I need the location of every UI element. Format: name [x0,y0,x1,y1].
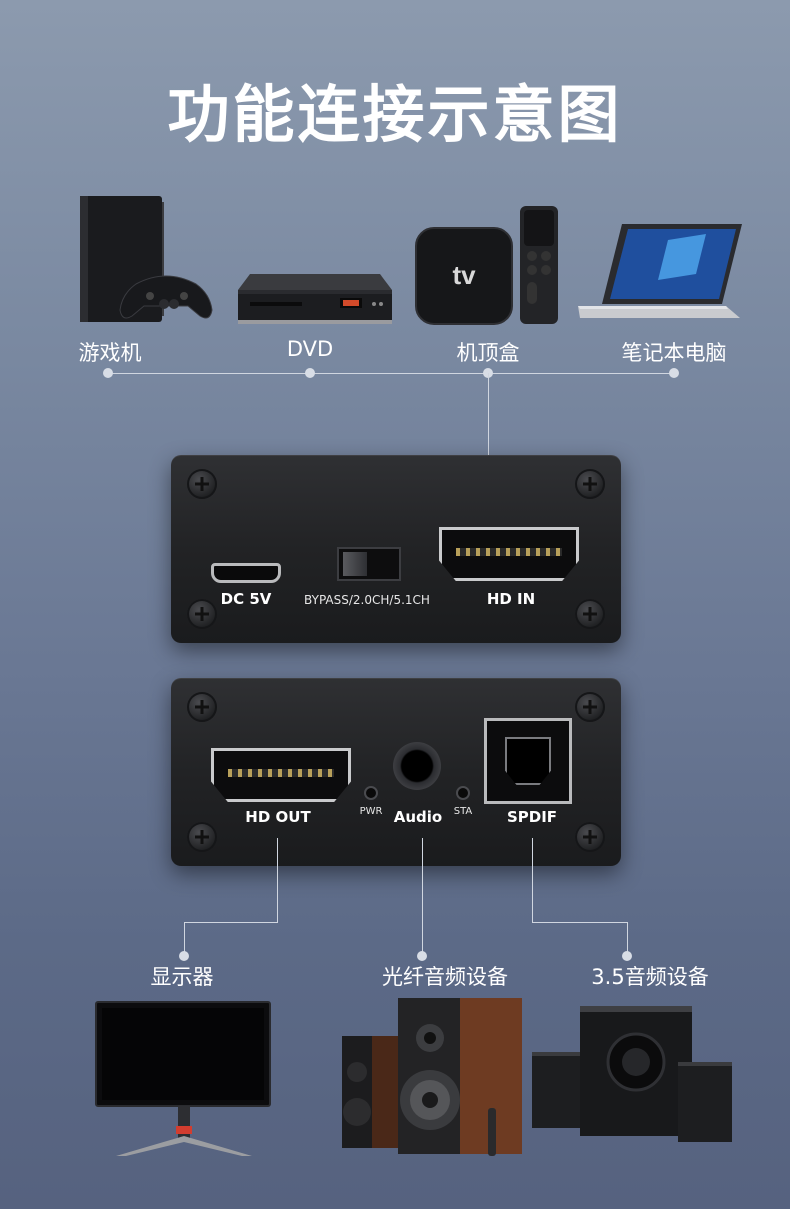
screw-icon [575,692,605,722]
speaker-down-line [627,922,628,956]
input-label-game-console: 游戏机 [78,341,142,365]
hd-in-port[interactable] [439,527,579,581]
spdif-label: SPDIF [506,808,558,826]
front-panel: DC 5V BYPASS/2.0CH/5.1CH HD IN [171,455,621,643]
monitor-down-line [184,922,185,956]
monitor-dot [179,951,189,961]
tv-badge: tv [452,260,476,290]
spdif-port[interactable] [484,718,572,804]
screw-icon [187,822,217,852]
input-bus-line [108,373,676,374]
screw-icon [575,469,605,499]
output-label-fiber-audio: 光纤音频设备 [382,965,508,989]
screw-icon [187,469,217,499]
output-label-monitor: 显示器 [150,965,214,989]
dc-5v-port[interactable] [211,563,281,583]
fiber-audio-dot [417,951,427,961]
sta-led [456,786,470,800]
input-dot-laptop [669,368,679,378]
dvd-player-icon [238,274,392,324]
speaker-system-dot [622,951,632,961]
hd-in-label: HD IN [486,590,536,608]
monitor-bus-line [184,922,278,923]
optical-shutter [505,737,551,785]
hd-out-port[interactable] [211,748,351,802]
set-top-box-icon: tv [415,206,558,325]
spdif-line [532,838,533,922]
speaker-system-icon [532,1006,732,1142]
monitor-icon [95,1001,271,1156]
screw-icon [575,599,605,629]
screw-icon [187,599,217,629]
game-console-icon [80,196,213,322]
hd-out-label: HD OUT [245,808,311,826]
laptop-icon [578,224,742,318]
speaker-bus-line [532,922,628,923]
input-down-line [488,373,489,513]
bypass-switch-label: BYPASS/2.0CH/5.1CH [304,593,430,607]
input-dot-dvd [305,368,315,378]
bypass-switch[interactable] [337,547,401,581]
audio-label: Audio [393,808,443,826]
hd-out-line [277,838,278,922]
input-label-set-top-box: 机顶盒 [456,341,520,365]
input-dot-game-console [103,368,113,378]
audio-line [422,838,423,956]
dc-5v-label: DC 5V [220,590,272,608]
output-label-speaker-system: 3.5音频设备 [591,965,709,989]
input-label-laptop: 笔记本电脑 [621,341,727,365]
audio-jack-port[interactable] [393,742,441,790]
screw-icon [187,692,217,722]
page-title: 功能连接示意图 [167,78,623,151]
screw-icon [575,822,605,852]
pwr-led [364,786,378,800]
bookshelf-speakers-icon [342,998,522,1156]
pwr-label: PWR [359,806,383,817]
switch-knob[interactable] [343,552,367,576]
sta-label: STA [453,806,473,817]
input-label-dvd: DVD [286,337,334,361]
back-panel: HD OUT PWR Audio STA SPDIF [171,678,621,866]
